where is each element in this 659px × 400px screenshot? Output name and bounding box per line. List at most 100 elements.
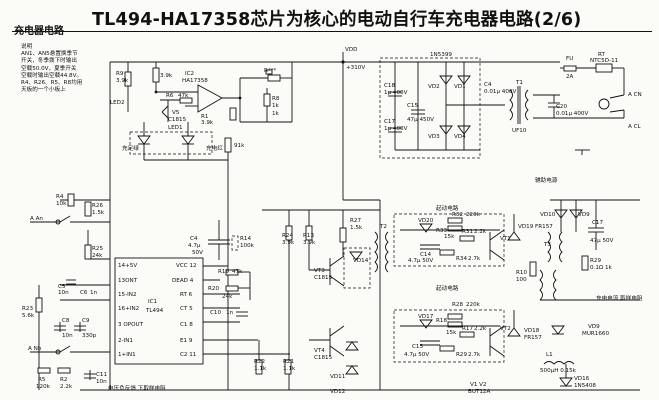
label-vdd: VDD (345, 47, 357, 53)
label-r19v: 47k (232, 269, 243, 275)
label-r5: R5 (38, 377, 46, 383)
label-c4v2: 50V (192, 250, 203, 256)
power-rails (80, 52, 640, 391)
note-line: 空载时输出空载44.8V。 (21, 72, 83, 79)
label-r29: R29 (590, 258, 601, 264)
label-led2: LED2 (110, 100, 125, 106)
label-r4v: 10k (56, 201, 67, 207)
label-rtv: NTC5D-11 (590, 58, 619, 64)
driver-transistors (255, 209, 380, 390)
label-r33v: 15k (444, 234, 455, 240)
label-charge-red: 充电红 (206, 144, 223, 152)
label-charge-green: 充足绿 (122, 144, 139, 152)
ic1-pin-r3: RT 6 (180, 292, 193, 298)
label-r26: R26 (92, 203, 103, 209)
label-v5: V5 (172, 110, 180, 116)
label-r5v: 1k (272, 111, 280, 117)
label-r29b: R29 (456, 352, 467, 358)
label-aux-power: 辅助电源 (535, 176, 558, 184)
label-ic2-part: HA17358 (182, 78, 208, 84)
label-r6v: 47k (178, 93, 189, 99)
label-r23v: 5.6k (22, 313, 35, 319)
t2-start-circuits (374, 213, 521, 363)
ic1-pin-r1: VCC 12 (176, 263, 197, 269)
label-t1: T1 (515, 80, 523, 86)
label-c13: C13 (412, 344, 423, 350)
rectifier-section (379, 57, 481, 159)
label-r2v: 2.2k (60, 384, 73, 390)
label-c6: C6 (80, 290, 88, 296)
label-start-a: 起动电路 (436, 204, 459, 212)
left-input-network (30, 193, 110, 390)
label-r6: R6 (166, 93, 174, 99)
label-vd19: VD19 FR157 (518, 224, 553, 230)
label-c11: C11 (96, 372, 107, 378)
label-c18: C18 (384, 83, 395, 89)
c4-r14 (208, 220, 239, 260)
label-v1v2: V1 V2 (470, 382, 487, 388)
label-vd18p: FR157 (524, 335, 542, 341)
label-t3: T3 (543, 242, 551, 248)
label-310v: +310V (346, 65, 365, 71)
label-r10v: 100 (516, 277, 527, 283)
label-r29v: 0.1Ω 1k (590, 265, 613, 271)
ic1-tl494 (114, 257, 290, 365)
label-rt: RT (598, 52, 605, 58)
label-r25: R25 (92, 246, 103, 252)
label-vd10: VD10 (540, 212, 556, 218)
label-ic1: IC1 (148, 299, 158, 305)
label-c14v: 4.7μ 50V (408, 258, 433, 264)
label-c11v: 10n (96, 379, 107, 385)
ic1-pin-l2: 13ONT (118, 278, 138, 284)
label-r91k: 91k (234, 143, 245, 149)
component-labels: VDD +310V IC2 HA17358 R9 3.9k R6 47k 3.9… (22, 47, 643, 395)
label-vd4: VD4 (454, 134, 466, 140)
label-vd1: VD1 (454, 84, 466, 90)
label-r18v: 15k (446, 330, 457, 336)
label-cur-sense: 充电电流 取样电阻 (596, 294, 643, 302)
ic1-pin-l1: 14+5V (118, 263, 137, 269)
label-c5v: 10n (58, 290, 69, 296)
label-r22v: 1.1k (254, 366, 267, 372)
label-ic2: IC2 (185, 71, 194, 77)
input-transformer (480, 63, 625, 155)
label-vd9b: VD9 (588, 324, 600, 330)
label-c20v: 0.01μ 400V (556, 111, 588, 117)
label-c18v: 1μ 400V (384, 90, 408, 96)
label-c5: C5 (58, 284, 66, 290)
label-r27v: 1.5k (350, 225, 363, 231)
label-c8: C8 (62, 318, 70, 324)
label-an-b: A Nb (28, 346, 42, 352)
label-an-a: A An (30, 216, 43, 222)
label-vt3: VT3 (314, 268, 325, 274)
label-c4b: C4 (484, 82, 492, 88)
label-r34: R34 (456, 256, 467, 262)
label-vd20: VD20 (418, 218, 434, 224)
ic1-pin-r5: C1 8 (180, 322, 193, 328)
label-r26v: 1.5k (92, 210, 105, 216)
label-r31v: 2.2k (474, 229, 487, 235)
label-acl: A CL (628, 124, 642, 130)
label-r1: R1 (201, 114, 209, 120)
label-r19: R19 (218, 269, 229, 275)
label-acn: A CN (628, 92, 642, 98)
label-start-b: 起动电路 (436, 284, 459, 292)
label-l1v: 500μH 0.15k (540, 368, 577, 374)
note-line: AN1、AN5悬置换季节 (21, 51, 78, 58)
label-d14: VD14 (353, 258, 369, 264)
label-d12: VD12 (330, 389, 345, 395)
label-rstar: R*** (264, 68, 276, 74)
label-r10: R10 (516, 270, 527, 276)
label-r14: R14 (240, 236, 251, 242)
label-vd17: VD17 (418, 314, 434, 320)
label-r3v: 3.9k (160, 73, 173, 79)
label-vd9: VD9 (578, 212, 590, 218)
label-vd16p: 1N5408 (574, 383, 596, 389)
ic1-pin-r2: DEAD 4 (172, 278, 194, 284)
label-vd2: VD2 (428, 84, 440, 90)
label-r21: R21 (283, 359, 294, 365)
header-rule (12, 31, 652, 33)
label-r31: R31 (462, 229, 473, 235)
